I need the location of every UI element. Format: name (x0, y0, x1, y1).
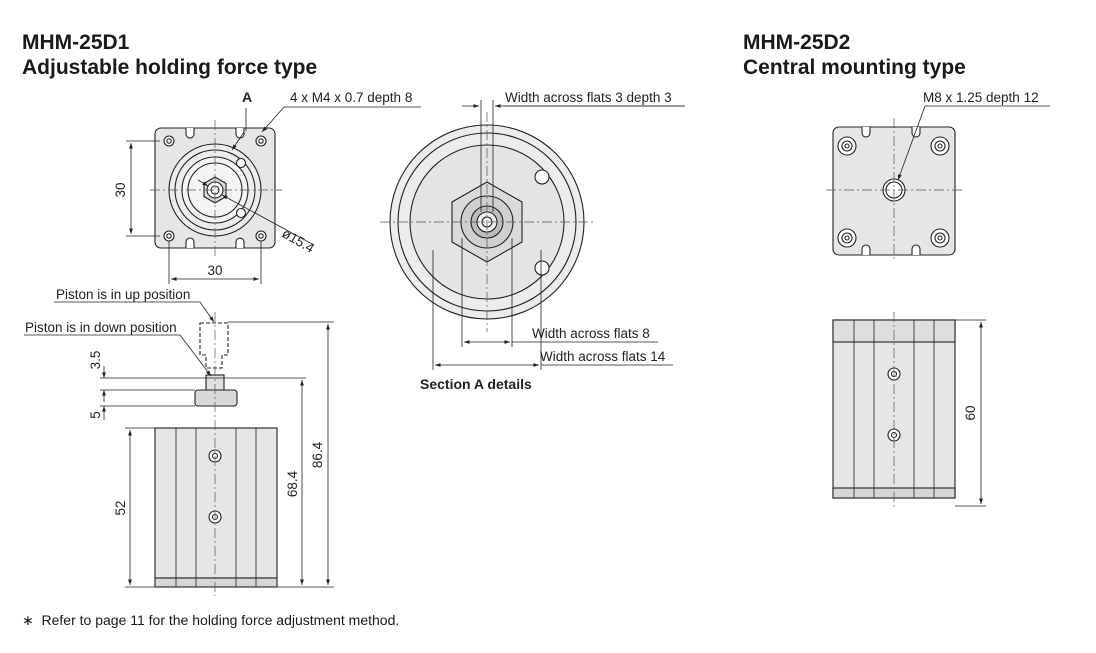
right-top-dims (897, 105, 1050, 181)
right-top-center-lines (826, 118, 962, 262)
width-flats-14-label: Width across flats 14 (540, 349, 666, 364)
dim-top-height: 30 (113, 182, 128, 197)
section-a-center-lines (380, 112, 594, 332)
section-marker-label: A (242, 89, 252, 105)
dim-overall-down: 68.4 (285, 470, 300, 497)
corner-holes (163, 135, 267, 242)
tapped-holes-label: 4 x M4 x 0.7 depth 8 (290, 90, 412, 105)
dim-stroke-down: 5 (88, 411, 103, 419)
dim-top-width: 30 (207, 263, 222, 278)
dim-body-height: 52 (113, 500, 128, 515)
piston-down-label: Piston is in down position (25, 320, 177, 335)
footnote: ∗ Refer to page 11 for the holding force… (22, 612, 399, 629)
width-flats-8-label: Width across flats 8 (532, 326, 650, 341)
left-model-title: MHM-25D1 (22, 31, 130, 54)
left-top-center-lines (150, 120, 282, 256)
dim-diameter: ø15.4 (280, 226, 318, 256)
dim-stroke-up: 3.5 (88, 351, 103, 370)
left-side-dims (24, 301, 334, 588)
center-tap-label: M8 x 1.25 depth 12 (923, 90, 1039, 105)
left-top-dims (126, 106, 421, 284)
right-model-subtitle: Central mounting type (743, 56, 966, 79)
piston-up-label: Piston is in up position (56, 287, 190, 302)
dim-overall-up: 86.4 (310, 441, 325, 468)
section-a-dims (432, 100, 685, 370)
right-corner-holes (837, 136, 950, 248)
footnote-mark: ∗ (22, 612, 34, 628)
section-title: Section A details (420, 376, 532, 392)
left-side-view (154, 322, 278, 588)
dim-right-body-height: 60 (963, 405, 978, 420)
right-side-dims (955, 319, 986, 507)
footnote-text: Refer to page 11 for the holding force a… (41, 612, 400, 628)
width-flats-3-label: Width across flats 3 depth 3 (505, 90, 672, 105)
right-model-title: MHM-25D2 (743, 31, 851, 54)
left-model-subtitle: Adjustable holding force type (22, 56, 318, 79)
